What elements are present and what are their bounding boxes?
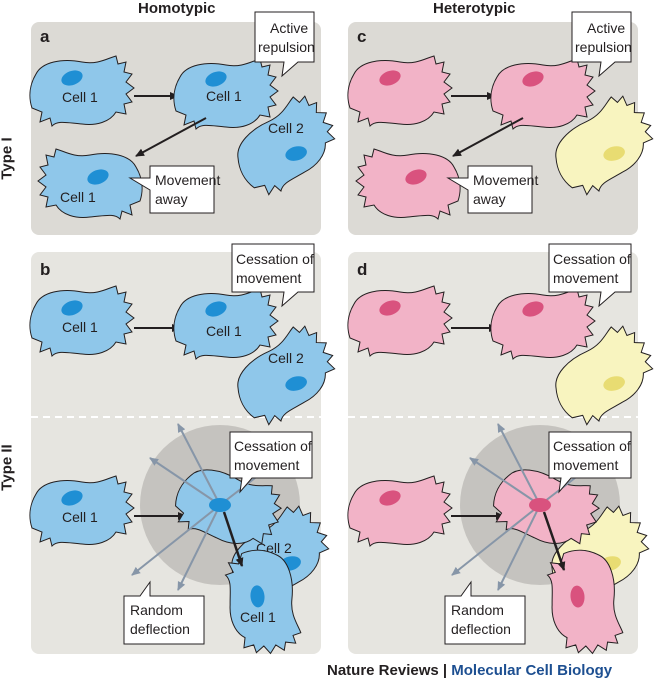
callout-active-repulsion: Active repulsion xyxy=(571,11,632,78)
contact-inhibition-diagram: a c b d Cell 1 Cell 2 Cell 1 Cell 1 Acti… xyxy=(29,11,656,658)
svg-text:deflection: deflection xyxy=(130,621,190,637)
nucleus xyxy=(529,498,551,512)
cell-1-deflected xyxy=(223,546,303,658)
pink-cell-contact xyxy=(490,288,596,360)
deflection-arrow xyxy=(542,511,566,571)
svg-text:movement: movement xyxy=(553,270,618,286)
repulsion-arrow xyxy=(135,117,207,157)
column-title-heterotypic: Heterotypic xyxy=(433,0,516,17)
svg-text:Cessation of: Cessation of xyxy=(236,251,314,267)
callout-movement-away: Movement away xyxy=(446,165,538,214)
callout-cessation-of-movement: Cessation of movement xyxy=(229,431,313,494)
svg-text:Active: Active xyxy=(270,20,308,36)
svg-text:Random: Random xyxy=(130,602,183,618)
repulsion-arrow xyxy=(452,117,524,157)
svg-text:Active: Active xyxy=(587,20,625,36)
svg-text:deflection: deflection xyxy=(451,621,511,637)
callout-random-deflection: Random deflection xyxy=(123,580,205,645)
credit-separator: | xyxy=(438,662,452,679)
journal-name: Nature Reviews xyxy=(327,662,439,679)
cell-2 xyxy=(222,86,349,205)
svg-text:Movement: Movement xyxy=(473,172,538,188)
callout-movement-away: Movement away xyxy=(128,165,220,214)
panel-label-a: a xyxy=(40,27,50,46)
callout-cessation-of-movement: Cessation of movement xyxy=(231,243,315,308)
cell-1-label: Cell 1 xyxy=(62,89,98,105)
cell-2-label: Cell 2 xyxy=(268,350,304,366)
nucleus xyxy=(209,498,231,512)
callout-active-repulsion: Active repulsion xyxy=(254,11,315,78)
panel-c: Active repulsion Movement away xyxy=(347,11,656,220)
panel-d-upper: Cessation of movement xyxy=(347,243,656,435)
cell-1-start xyxy=(29,55,135,127)
pink-cell-contact xyxy=(490,58,596,130)
panel-b-upper: Cell 1 Cell 2 Cell 1 Cessation of moveme… xyxy=(29,243,349,435)
cell-1-contact xyxy=(173,288,279,360)
panel-label-d: d xyxy=(357,260,367,279)
cell-1-label: Cell 1 xyxy=(62,319,98,335)
cell-2-label: Cell 2 xyxy=(268,120,304,136)
svg-text:Random: Random xyxy=(451,602,504,618)
svg-text:movement: movement xyxy=(234,457,299,473)
cell-1-away xyxy=(37,148,143,220)
cell-1-label: Cell 1 xyxy=(62,509,98,525)
figure-credit: Nature Reviews | Molecular Cell Biology xyxy=(327,662,612,679)
callout-random-deflection: Random deflection xyxy=(444,580,526,645)
panel-d-lower: Cessation of movement Random deflection xyxy=(347,423,656,658)
svg-text:repulsion: repulsion xyxy=(575,39,632,55)
svg-text:movement: movement xyxy=(553,457,618,473)
yellow-cell xyxy=(540,316,656,435)
pink-cell-start xyxy=(347,55,453,127)
svg-text:away: away xyxy=(155,191,188,207)
pink-cell-away xyxy=(355,148,461,220)
svg-text:Movement: Movement xyxy=(155,172,220,188)
svg-text:movement: movement xyxy=(236,270,301,286)
panel-b-lower: Cell 1 Cell 2 Cell 1 Cessation of moveme xyxy=(29,423,343,658)
cell-2 xyxy=(222,316,349,435)
journal-subject: Molecular Cell Biology xyxy=(451,662,613,679)
callout-cessation-of-movement: Cessation of movement xyxy=(548,431,632,494)
pink-cell-start xyxy=(347,475,453,547)
svg-text:Cessation of: Cessation of xyxy=(553,251,631,267)
cell-1-label: Cell 1 xyxy=(206,88,242,104)
panel-label-c: c xyxy=(357,27,366,46)
cell-1-label: Cell 1 xyxy=(206,323,242,339)
svg-text:Cessation of: Cessation of xyxy=(234,438,312,454)
pink-cell-deflected xyxy=(545,546,625,658)
random-deflection-arrows xyxy=(131,423,287,591)
deflection-arrow xyxy=(222,511,244,567)
cell-1-contact xyxy=(173,58,279,130)
cell-1-start xyxy=(29,285,135,357)
cell-1-start xyxy=(29,475,135,547)
panel-label-b: b xyxy=(40,260,50,279)
pink-cell-start xyxy=(347,285,453,357)
yellow-cell xyxy=(540,86,656,205)
svg-text:away: away xyxy=(473,191,506,207)
callout-cessation-of-movement: Cessation of movement xyxy=(548,243,632,308)
cell-1-label: Cell 1 xyxy=(60,189,96,205)
svg-text:Cessation of: Cessation of xyxy=(553,438,631,454)
column-title-homotypic: Homotypic xyxy=(138,0,216,17)
cell-1-label: Cell 1 xyxy=(240,609,276,625)
svg-text:repulsion: repulsion xyxy=(258,39,315,55)
panel-a: Cell 1 Cell 2 Cell 1 Cell 1 Active repul… xyxy=(29,11,349,220)
